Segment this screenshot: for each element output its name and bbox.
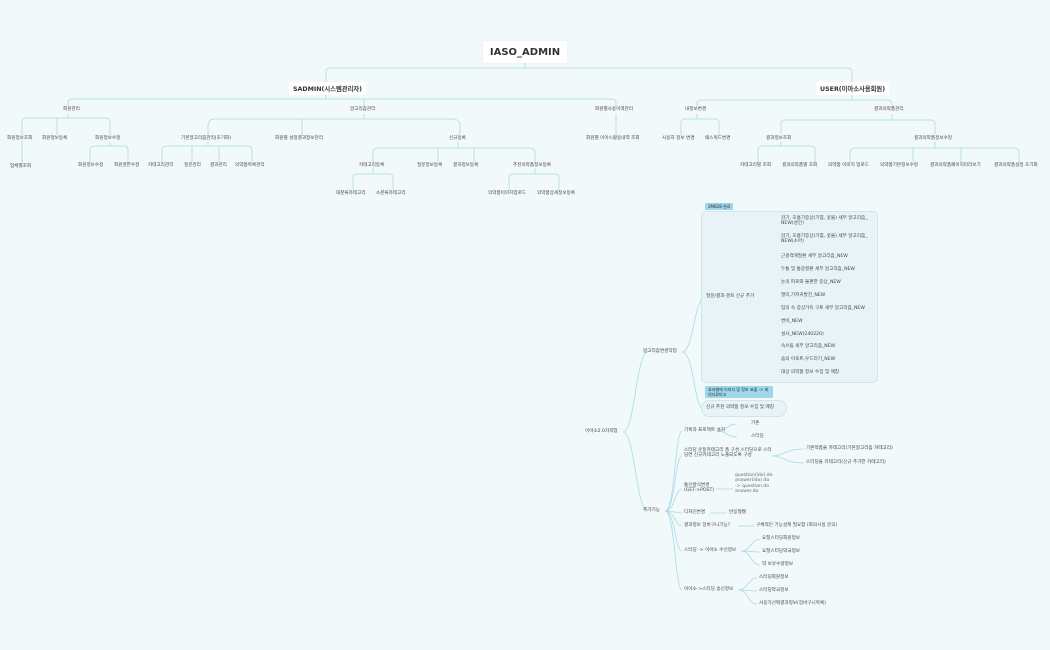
add-p5-child[interactable]: 구체적인 기능설계 필요함 (회의시실 문의) [756,523,838,528]
category-child[interactable]: 소분류카테고리 [376,191,406,196]
user-node[interactable]: USER(이아소사용회원) [816,82,890,95]
iaso-node[interactable]: 이아소2.0차작업 [585,429,618,434]
member-list-node[interactable]: 회원정보조회 [7,136,33,141]
meeting-tag: 효과별에 이미지 및 정보 표출 -> 회의자료비고 [705,386,773,398]
algo-basic-child[interactable]: 의약품목록관리 [235,163,265,168]
algo-basic-node[interactable]: 기본알고리즘관리(초기화) [181,136,232,141]
add-p5-node[interactable]: 결과정보 장바구니기능? [684,523,731,528]
algo-item[interactable]: 숨의 이로트,우드러기_NEW [781,357,836,362]
drug-list-child[interactable]: 결과의약품별 조회 [782,163,818,168]
algo-item[interactable]: 설사_NEW(240220) [781,332,824,337]
add-p3-child[interactable]: question(idx).do answer(idx).do -> quest… [735,473,773,494]
algo-new-node[interactable]: 신규등록 [449,136,466,141]
add-p6-child[interactable]: 요청스터딩회원정보 [762,536,801,541]
complete-tag: 2MB28 완료 [705,203,734,210]
algo-work-node[interactable]: 알고리즘변경작업 [643,349,677,354]
add-p4-node[interactable]: 디자인변경 [684,510,706,515]
recommend-register-node[interactable]: 추천의약품정보등록 [513,163,552,168]
drug-list-node[interactable]: 결과정보조회 [766,136,792,141]
myinfo-node[interactable]: 내정보변경 [685,107,707,112]
drug-edit-child[interactable]: 결과의약품페이지미리보기 [930,163,981,168]
result-register-node[interactable]: 결과정보등록 [453,163,479,168]
drug-edit-node[interactable]: 결과의약품정보수정 [914,136,953,141]
algo-item[interactable]: 눈의 피로와 불편한 증상_NEW [781,280,841,285]
recommend-child[interactable]: 의약품상세정보등록 [537,191,576,196]
add-p1-child[interactable]: 기존 [751,421,760,426]
add-p2-child[interactable]: 스터딩을 카테고리(신규 추가한 카테고리) [806,460,886,465]
sadmin-node[interactable]: SADMIN(시스템관리자) [289,82,367,95]
algo-item[interactable]: 멀미,기저귀발진_NEW [781,293,826,298]
myinfo-child[interactable]: 사용자 정보 변경 [662,136,695,141]
add-p3-node[interactable]: 통신방식변경 (GET->POST) [684,483,715,494]
algo-basic-child[interactable]: 카테고리관리 [148,163,174,168]
question-register-node[interactable]: 질문정보등록 [417,163,443,168]
algo-item[interactable]: 변비_NEW [781,319,803,324]
add-p4-child[interactable]: 반응형웹 [729,510,746,515]
drug-mgmt-node[interactable]: 결과의약품관리 [874,107,904,112]
add-p6-child[interactable]: 약 보유수량정보 [762,562,794,567]
last-item-node[interactable]: 신규 추천 의약품 정보 수집 및 매칭 [706,405,774,410]
add-p7-child[interactable]: 스터딩약국정보 [759,588,789,593]
algo-items-box [701,211,878,383]
last-item-box [701,400,787,417]
member-register-node[interactable]: 회원정보등록 [42,136,68,141]
myinfo-child[interactable]: 패스워드변경 [705,136,731,141]
algo-item[interactable]: 속쓰림 세부 알고리즘_NEW [781,344,836,349]
usage-child[interactable]: 회원별 이아스활용내역 조회 [586,136,640,141]
add-p7-child[interactable]: 사용가선택결과정보(장바구니목록) [759,601,826,606]
new-path-node[interactable]: 질문/결과 경로 신규 추가 [706,294,755,299]
member-edit-child[interactable]: 회원권한수정 [114,163,140,168]
algo-node[interactable]: 알고리즘관리 [350,107,376,112]
member-history-node[interactable]: 업체별조회 [10,164,32,169]
member-edit-node[interactable]: 회원정보수정 [95,136,121,141]
algo-item[interactable]: 감기, 호흡기증상(기침, 콧물) 세부 알고리즘_ NEW(소아) [781,234,868,245]
add-p7-child[interactable]: 스터딩회원정보 [759,575,789,580]
algo-item[interactable]: 감기, 호흡기증상(기침, 콧물) 세부 알고리즘_ NEW(성인) [781,216,868,227]
usage-node[interactable]: 회원별사용이력관리 [595,107,634,112]
algo-item[interactable]: 입의 속 증상가득 구토 세부 알고리즘_NEW [781,306,865,311]
drug-edit-child[interactable]: 의약품기본정보수정 [880,163,919,168]
drug-edit-child[interactable]: 결과의약품설정 초기화 [994,163,1038,168]
add-p1-child[interactable]: 스터딩 [751,434,764,439]
category-child[interactable]: 대분류카테고리 [336,191,366,196]
add-p1-node[interactable]: 기획과 프로젝트 설치 [684,428,725,433]
algo-item[interactable]: 대상 의약품 정보 수집 및 매칭 [781,370,840,375]
algo-item[interactable]: 근골격계질환 세부 알고리즘_NEW [781,254,848,259]
category-register-node[interactable]: 카테고리등록 [359,163,385,168]
add-p2-node[interactable]: 스터딩 운동카테고리 폼 구성 스터딩으로 스터딩면 신규카테고리 노출되도록 … [684,448,772,459]
root-node[interactable]: IASO_ADMIN [483,41,567,63]
recommend-child[interactable]: 의약품이미지업로드 [488,191,527,196]
add-p6-child[interactable]: 요청스터딩약국정보 [762,549,801,554]
algo-settings-node[interactable]: 회원별 설정결과정보관리 [275,136,323,141]
drug-edit-child[interactable]: 의약품 이미지 업로드 [828,163,869,168]
add-func-node[interactable]: 추가기능 [643,508,660,513]
add-p7-node[interactable]: 이아소->스터딩 송신정보 [684,587,734,592]
drug-list-child[interactable]: 카테고리별 조회 [740,163,772,168]
algo-basic-child[interactable]: 결과관리 [210,163,227,168]
member-edit-child[interactable]: 회원정보수정 [78,163,104,168]
add-p2-child[interactable]: 기존약품을 카테고리(기본알고리즘 카테고리) [806,446,893,451]
algo-item[interactable]: 두통 및 통증질환 세부 알고리즘_NEW [781,267,855,272]
algo-basic-child[interactable]: 질문관리 [184,163,201,168]
add-p6-node[interactable]: 스터딩 -> 이아소 수신정보 [684,548,737,553]
member-mgmt-node[interactable]: 회원관리 [63,107,80,112]
